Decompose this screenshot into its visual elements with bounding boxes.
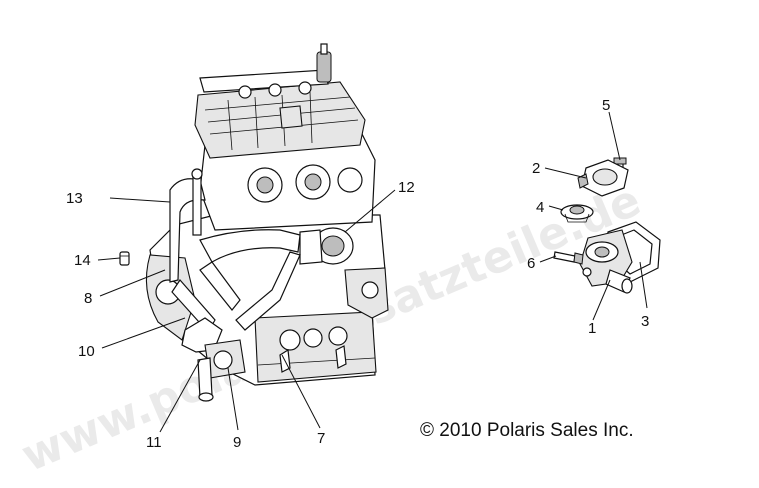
callout-3: 3	[641, 313, 649, 330]
callout-9: 9	[233, 434, 241, 451]
callout-10: 10	[78, 343, 95, 360]
callout-2: 2	[532, 160, 540, 177]
callout-11: 11	[146, 434, 162, 451]
callout-1: 1	[588, 320, 596, 337]
engine-assembly	[145, 43, 389, 402]
callout-7: 7	[317, 430, 325, 447]
callout-14: 14	[74, 252, 91, 269]
callout-12: 12	[398, 179, 415, 196]
part-14-cap	[119, 251, 130, 266]
copyright-notice: © 2010 Polaris Sales Inc.	[420, 420, 634, 441]
callout-5: 5	[602, 97, 610, 114]
callout-4: 4	[536, 199, 544, 216]
callout-6: 6	[527, 255, 535, 272]
callout-13: 13	[66, 190, 83, 207]
leader-lines	[97, 111, 648, 433]
thermostat-exploded-view	[553, 157, 661, 294]
callout-8: 8	[84, 290, 92, 307]
